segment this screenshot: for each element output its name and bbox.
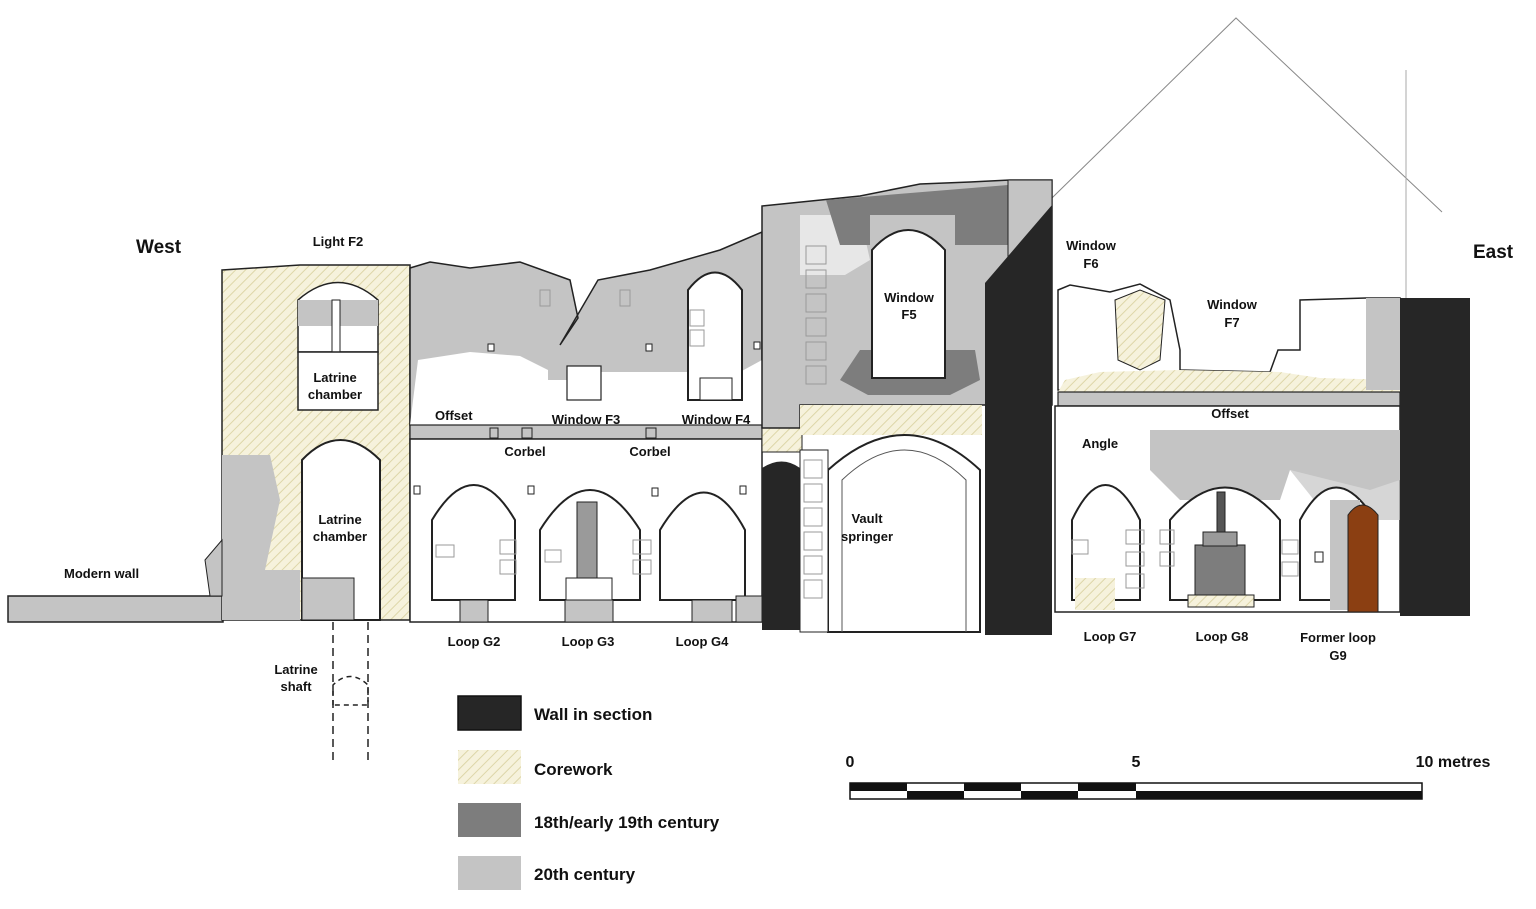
scale-seg-6 bbox=[1136, 791, 1422, 799]
legend-item-20th-century: 20th century bbox=[458, 856, 636, 890]
label-vault-springer-1: Vault bbox=[851, 511, 883, 526]
label-window-f6-2: F6 bbox=[1083, 256, 1098, 271]
legend-swatch-corework bbox=[458, 750, 521, 784]
label-former-loop-g9-2: G9 bbox=[1329, 648, 1346, 663]
scale-label-start: 0 bbox=[846, 754, 855, 771]
legend-swatch-18th-century bbox=[458, 803, 521, 837]
latrine-shaft bbox=[332, 622, 369, 765]
scale-seg-1 bbox=[850, 783, 907, 791]
legend-label-wall-section: Wall in section bbox=[534, 705, 652, 724]
legend-label-20th-century: 20th century bbox=[534, 865, 636, 884]
label-window-f3: Window F3 bbox=[552, 412, 621, 427]
label-window-f5-1: Window bbox=[884, 290, 935, 305]
label-window-f5-2: F5 bbox=[901, 307, 916, 322]
label-window-f7-2: F7 bbox=[1224, 315, 1239, 330]
label-angle: Angle bbox=[1082, 436, 1118, 451]
central-vault-block bbox=[761, 179, 1053, 633]
hall-east bbox=[1054, 283, 1401, 613]
label-latrine-shaft-1: Latrine bbox=[274, 662, 317, 677]
label-window-f6-1: Window bbox=[1066, 238, 1117, 253]
wall-section-1 bbox=[761, 427, 803, 630]
scale-bar: 0 5 10 metres bbox=[846, 754, 1491, 800]
label-vault-springer-2: springer bbox=[841, 529, 893, 544]
label-corbel-2: Corbel bbox=[629, 444, 670, 459]
scale-label-mid: 5 bbox=[1132, 754, 1141, 771]
scale-label-end: 10 metres bbox=[1416, 754, 1491, 771]
label-former-loop-g9-1: Former loop bbox=[1300, 630, 1376, 645]
legend-item-18th-century: 18th/early 19th century bbox=[458, 803, 720, 837]
stone-joints-west bbox=[435, 289, 705, 575]
label-offset-east: Offset bbox=[1211, 406, 1249, 421]
label-latrine-shaft-2: shaft bbox=[280, 679, 312, 694]
scale-seg-5 bbox=[1078, 783, 1136, 791]
label-loop-g8: Loop G8 bbox=[1196, 629, 1249, 644]
hall-west bbox=[409, 230, 763, 623]
labels: West East Light F2 Latrine chamber Latri… bbox=[64, 234, 1514, 694]
label-latrine-chamber-lower-1: Latrine bbox=[318, 512, 361, 527]
legend-label-18th-century: 18th/early 19th century bbox=[534, 813, 720, 832]
wall-section-east bbox=[1400, 298, 1470, 616]
label-loop-g2: Loop G2 bbox=[448, 634, 501, 649]
label-window-f4: Window F4 bbox=[682, 412, 751, 427]
label-west: West bbox=[136, 237, 182, 258]
west-latrine-tower bbox=[204, 264, 411, 621]
gable-outline bbox=[964, 17, 1443, 298]
label-loop-g3: Loop G3 bbox=[562, 634, 615, 649]
label-light-f2: Light F2 bbox=[313, 234, 364, 249]
label-corbel-1: Corbel bbox=[504, 444, 545, 459]
scale-seg-2 bbox=[907, 791, 964, 799]
legend-item-wall-section: Wall in section bbox=[457, 695, 652, 731]
modern-wall bbox=[7, 595, 224, 623]
label-latrine-chamber-upper-2: chamber bbox=[308, 387, 362, 402]
label-window-f7-1: Window bbox=[1207, 297, 1258, 312]
label-loop-g4: Loop G4 bbox=[676, 634, 729, 649]
legend: Wall in section Corework 18th/early 19th… bbox=[457, 695, 720, 890]
legend-swatch-20th-century bbox=[458, 856, 521, 890]
label-latrine-chamber-lower-2: chamber bbox=[313, 529, 367, 544]
label-offset-west: Offset bbox=[435, 408, 473, 423]
scale-seg-3 bbox=[964, 783, 1021, 791]
label-latrine-chamber-upper-1: Latrine bbox=[313, 370, 356, 385]
legend-label-corework: Corework bbox=[534, 760, 613, 779]
wall-section-2 bbox=[985, 205, 1052, 635]
label-modern-wall: Modern wall bbox=[64, 566, 139, 581]
label-east: East bbox=[1473, 242, 1514, 263]
legend-item-corework: Corework bbox=[458, 750, 613, 784]
label-loop-g7: Loop G7 bbox=[1084, 629, 1137, 644]
legend-swatch-wall-section bbox=[457, 695, 522, 731]
scale-seg-4 bbox=[1021, 791, 1078, 799]
